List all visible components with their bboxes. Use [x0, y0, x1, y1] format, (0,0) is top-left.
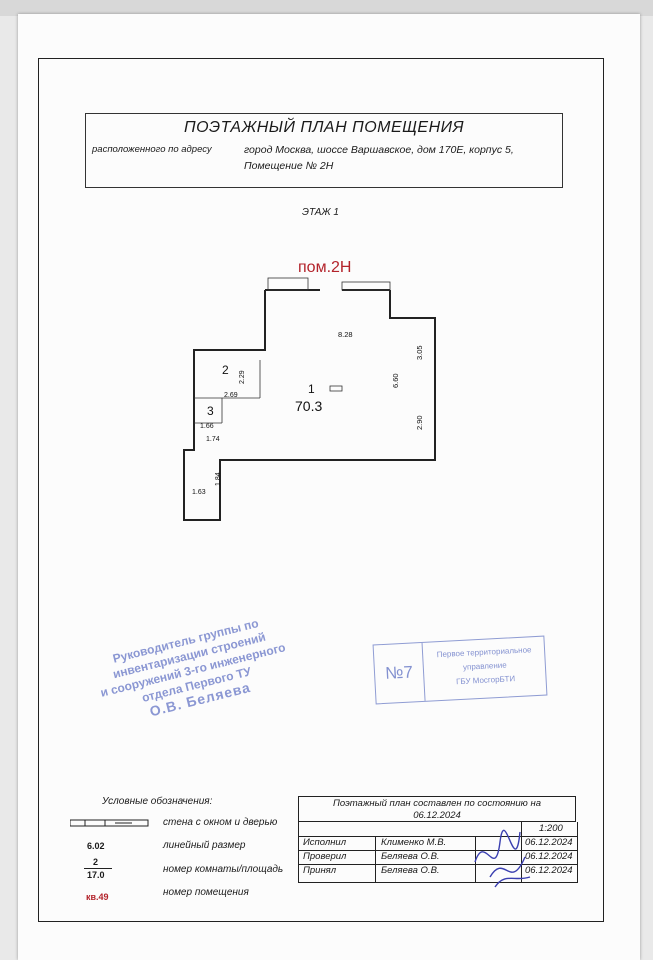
bti-stamp: №7 Первое территориальное управление ГБУ…: [372, 635, 548, 705]
scale-value: 1:200: [539, 823, 563, 834]
room-2-number: 2: [222, 363, 229, 377]
address-line-2: Помещение № 2Н: [244, 160, 334, 172]
document-sheet: [18, 14, 640, 960]
signoff-role: Исполнил: [303, 837, 347, 848]
outer-wall: [183, 290, 436, 521]
signoff-date: 06.12.2024: [525, 837, 573, 848]
signoff-date: 06.12.2024: [525, 851, 573, 862]
premises-label: пом.2Н: [298, 259, 352, 276]
address-line-1: город Москва, шоссе Варшавское, дом 170Е…: [244, 144, 514, 156]
floor-plan: 1 70.3 2 3 8.28 3.05 6.60 2.90 2.29 2.69…: [183, 277, 436, 521]
entrance-porch: [267, 277, 309, 291]
legend-room-text: номер комнаты/площадь: [163, 864, 284, 875]
legend-fraction-line: [84, 868, 112, 869]
address-prefix: расположенного по адресу: [92, 144, 212, 155]
signoff-date: 06.12.2024: [525, 865, 573, 876]
dim-3-05: 3.05: [415, 345, 424, 360]
signoff-row: Исполнил Клименко М.В. 06.12.2024: [299, 836, 577, 851]
legend-wall-text: стена с окном и дверью: [163, 817, 278, 828]
signoff-table: Поэтажный план составлен по состоянию на…: [298, 796, 578, 884]
document-title: ПОЭТАЖНЫЙ ПЛАН ПОМЕЩЕНИЯ: [184, 119, 464, 136]
wall-symbol-icon: [70, 819, 149, 827]
legend-area-symbol: 17.0: [87, 870, 105, 880]
dim-1-74: 1.74: [206, 436, 220, 443]
signoff-row: Проверил Беляева О.В. 06.12.2024: [299, 850, 577, 865]
signoff-caption-date: 06.12.2024: [413, 810, 461, 821]
scan-top-edge: [0, 0, 653, 16]
dim-1-84: 1.84: [215, 472, 222, 486]
bti-stamp-text: Первое территориальное управление ГБУ Мо…: [426, 643, 544, 691]
signoff-scale-row: 1:200: [299, 822, 577, 837]
room-3-number: 3: [207, 404, 214, 418]
legend-premises-text: номер помещения: [163, 887, 249, 898]
room-1-area: 70.3: [295, 398, 322, 414]
handwritten-signature: [474, 829, 531, 888]
signoff-caption-line-1: Поэтажный план составлен по состоянию на: [333, 798, 541, 809]
legend-dim-text: линейный размер: [163, 840, 246, 851]
dim-2-29: 2.29: [239, 370, 246, 384]
room-1-number: 1: [308, 382, 315, 396]
bti-stamp-number: №7: [373, 642, 426, 704]
legend-premises-symbol: кв.49: [86, 892, 109, 902]
window-bay: [341, 281, 391, 291]
signoff-name: Беляева О.В.: [381, 865, 440, 876]
legend-room-symbol: 2: [93, 857, 99, 867]
dim-1-66: 1.66: [200, 423, 214, 430]
dim-2-69: 2.69: [224, 392, 238, 399]
signoff-caption: Поэтажный план составлен по состоянию на…: [298, 796, 576, 822]
dim-1-63: 1.63: [192, 489, 206, 496]
floor-label: ЭТАЖ 1: [302, 207, 339, 218]
signoff-role: Проверил: [303, 851, 347, 862]
dim-8-28: 8.28: [338, 330, 353, 339]
legend-title: Условные обозначения:: [102, 796, 213, 807]
dim-6-60: 6.60: [391, 373, 400, 388]
signoff-role: Принял: [303, 865, 337, 876]
signoff-name: Клименко М.В.: [381, 837, 447, 848]
document-frame: [38, 58, 604, 922]
title-block: ПОЭТАЖНЫЙ ПЛАН ПОМЕЩЕНИЯ расположенного …: [85, 113, 563, 188]
dim-2-90: 2.90: [415, 415, 424, 430]
signoff-grid: 1:200 Исполнил Клименко М.В. 06.12.2024 …: [298, 822, 578, 883]
signoff-name: Беляева О.В.: [381, 851, 440, 862]
signoff-row: Принял Беляева О.В. 06.12.2024: [299, 864, 577, 878]
legend-dim-symbol: 6.02: [87, 841, 105, 851]
